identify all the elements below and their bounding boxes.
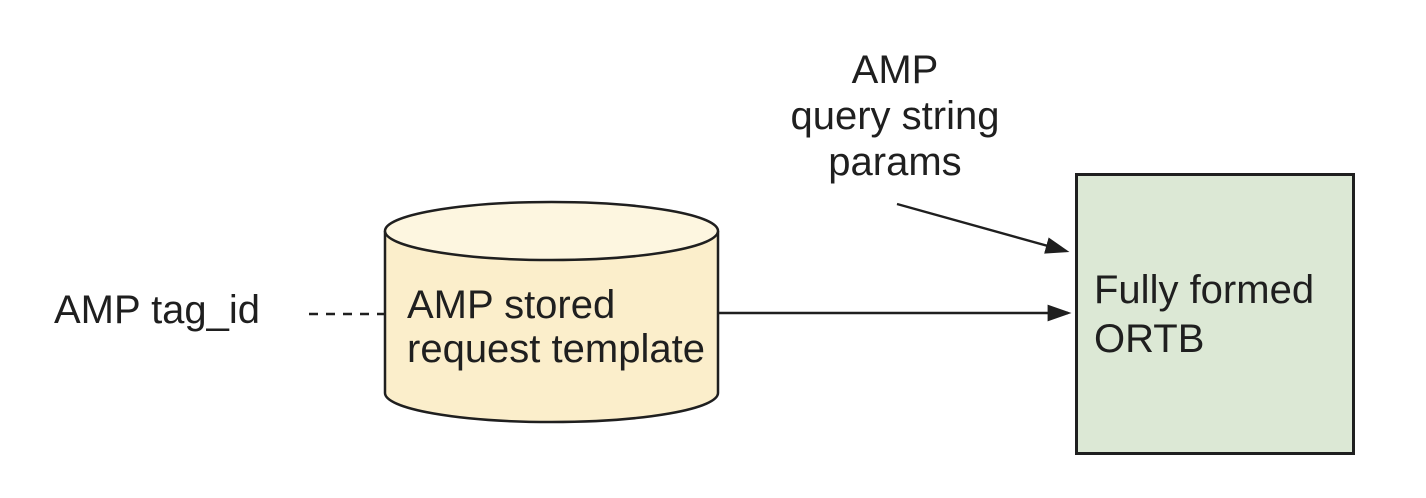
label-amp-query-string-params: AMP query string params — [790, 48, 1000, 184]
ortb-box — [1075, 173, 1355, 455]
database-cylinder-body — [383, 231, 720, 424]
label-stored-request-template: AMP stored request template — [407, 283, 705, 371]
label-amp-tag-id: AMP tag_id — [54, 288, 261, 332]
label-fully-formed-ortb: Fully formed ORTB — [1094, 268, 1315, 361]
database-cylinder-top — [383, 200, 720, 262]
arrow-queryparams-to-ortb — [896, 202, 1070, 254]
